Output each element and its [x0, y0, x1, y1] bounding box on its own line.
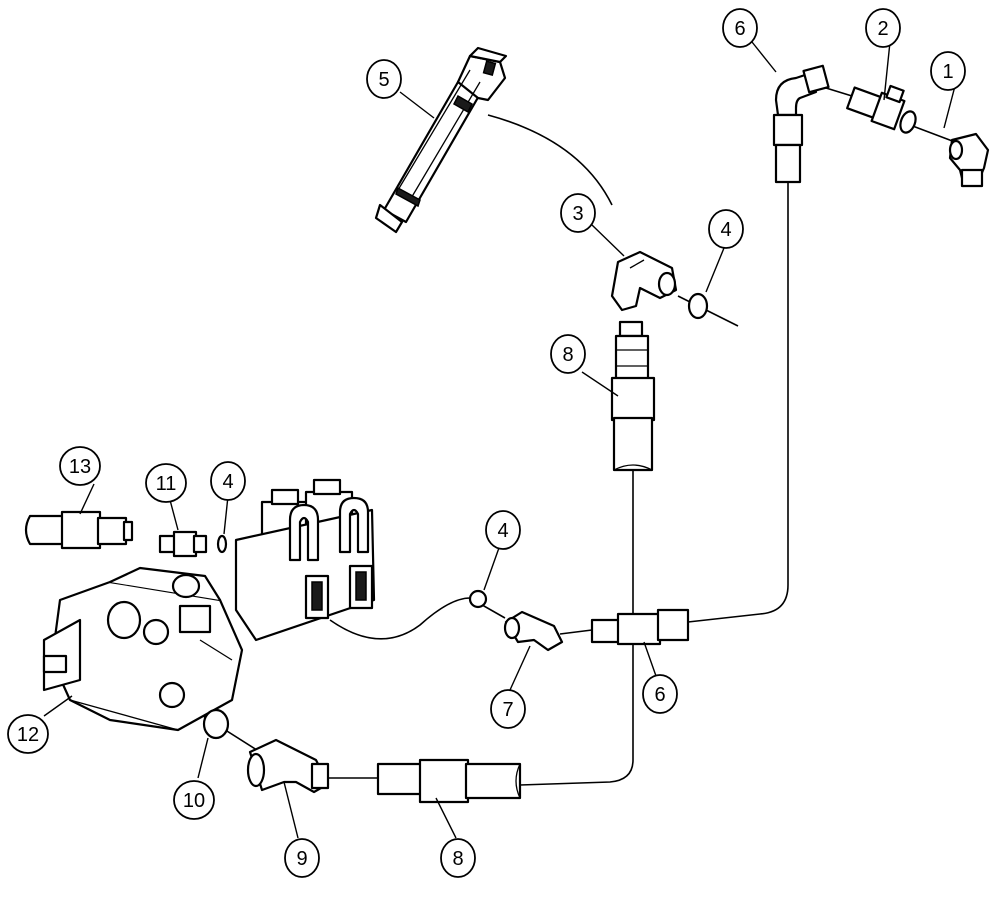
callout-8-bottom: 8 [440, 838, 476, 878]
fitting-1-line [909, 124, 956, 143]
callout-1-label: 1 [942, 61, 953, 83]
callout-9-label: 9 [296, 848, 307, 870]
elbow-part-9 [246, 738, 330, 794]
callout-13-label: 13 [69, 456, 91, 478]
oring-part-4-left [216, 534, 228, 554]
elbow-part-7 [503, 610, 564, 652]
callout-8-top-label: 8 [562, 344, 573, 366]
callout-13: 13 [59, 446, 101, 486]
callout-6-top-label: 6 [734, 18, 745, 40]
fitting-part-11 [158, 530, 208, 558]
hose-part-6-middle [590, 608, 690, 646]
callout-4-middle: 4 [485, 510, 521, 550]
callout-11: 11 [145, 463, 187, 503]
callout-7: 7 [490, 689, 526, 729]
callout-1: 1 [930, 51, 966, 91]
hose-line-right-vertical [687, 182, 789, 623]
callout-3: 3 [560, 193, 596, 233]
hose-fitting-part-8-lower [376, 758, 522, 804]
solenoid-valve-stack [234, 478, 376, 642]
tee-fitting-part-2 [825, 84, 917, 134]
callout-5-label: 5 [378, 69, 389, 91]
callout-12: 12 [7, 714, 49, 754]
hose-part-6-top [772, 64, 830, 184]
oring-4-line [677, 295, 739, 327]
oring-part-4-top [687, 292, 709, 320]
leader-lines [43, 41, 956, 839]
callout-2: 2 [865, 8, 901, 48]
callout-12-label: 12 [17, 724, 39, 746]
callout-11-label: 11 [156, 473, 177, 495]
callout-4-left-label: 4 [222, 471, 233, 493]
callout-7-label: 7 [502, 699, 513, 721]
callout-2-label: 2 [877, 18, 888, 40]
callout-4-top-label: 4 [720, 219, 731, 241]
harness-wire [329, 597, 506, 640]
callout-5: 5 [366, 59, 402, 99]
callout-6-top: 6 [722, 8, 758, 48]
callout-4-left: 4 [210, 461, 246, 501]
callout-10-label: 10 [183, 790, 205, 812]
callout-6-middle: 6 [642, 674, 678, 714]
callout-8-top: 8 [550, 334, 586, 374]
sensor-wire-arc [487, 114, 613, 206]
callout-6-middle-label: 6 [654, 684, 665, 706]
callout-8-bottom-label: 8 [452, 848, 463, 870]
sensor-part-5 [374, 46, 508, 234]
elbow-fitting-part-1 [948, 132, 990, 188]
callout-4-top: 4 [708, 209, 744, 249]
oring-part-10 [202, 708, 230, 740]
elbow-to-fitting-line [559, 629, 593, 635]
hose-line-main-vertical [519, 470, 634, 786]
valve-body-part-12 [42, 566, 244, 732]
elbow-part-3 [610, 250, 678, 312]
hose-part-13 [24, 510, 134, 550]
callout-3-label: 3 [572, 203, 583, 225]
callout-4-middle-label: 4 [497, 520, 508, 542]
callout-10: 10 [173, 780, 215, 820]
hose-fitting-part-8-upper [610, 320, 656, 472]
oring-part-4-middle [468, 589, 488, 609]
callout-9: 9 [284, 838, 320, 878]
